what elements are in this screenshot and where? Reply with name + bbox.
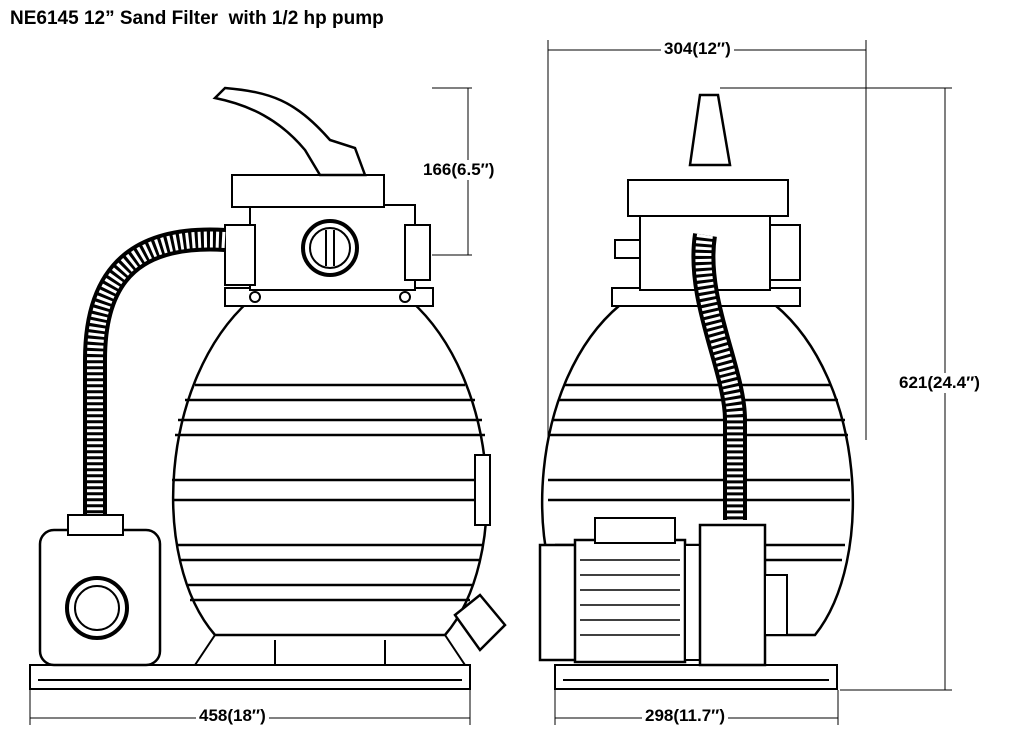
side-base: [554, 664, 838, 690]
side-valve-handle: [688, 93, 732, 167]
dim-valve-height: 166(6.5″): [420, 160, 498, 180]
front-base: [29, 664, 471, 690]
dim-tank-width: 304(12″): [661, 39, 734, 59]
dim-front-base-width: 458(18″): [196, 706, 269, 726]
front-valve-handle: [212, 86, 367, 177]
dim-side-base-width: 298(11.7″): [642, 706, 728, 726]
front-view: [29, 86, 507, 690]
side-view: [538, 93, 855, 690]
dim-total-height: 621(24.4″): [896, 373, 983, 393]
page-title: NE6145 12” Sand Filter with 1/2 hp pump: [10, 8, 384, 29]
